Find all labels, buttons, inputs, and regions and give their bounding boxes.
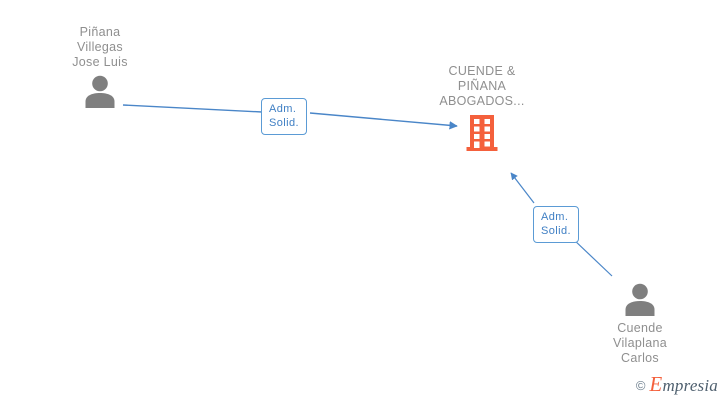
node-person-left[interactable]: Piñana Villegas Jose Luis — [40, 25, 160, 108]
node-person-right-label: Cuende Vilaplana Carlos — [613, 321, 667, 365]
brand-initial: E — [649, 372, 663, 396]
node-person-right[interactable]: Cuende Vilaplana Carlos — [582, 282, 698, 366]
edge-label-adm-solid-2[interactable]: Adm. Solid. — [533, 206, 579, 243]
person-icon — [625, 283, 655, 316]
watermark-empresia: © Empresia — [635, 374, 718, 395]
node-company-label: CUENDE & PIÑANA ABOGADOS... — [439, 64, 525, 108]
brand-wordmark: Empresia — [649, 374, 718, 395]
node-person-left-label: Piñana Villegas Jose Luis — [72, 25, 128, 69]
edge-label-adm-solid-1[interactable]: Adm. Solid. — [261, 98, 307, 135]
copyright-icon: © — [635, 377, 646, 393]
node-company[interactable]: CUENDE & PIÑANA ABOGADOS... — [422, 64, 542, 152]
brand-rest: mpresia — [662, 376, 718, 395]
person-icon — [85, 75, 115, 108]
building-icon — [466, 115, 498, 151]
